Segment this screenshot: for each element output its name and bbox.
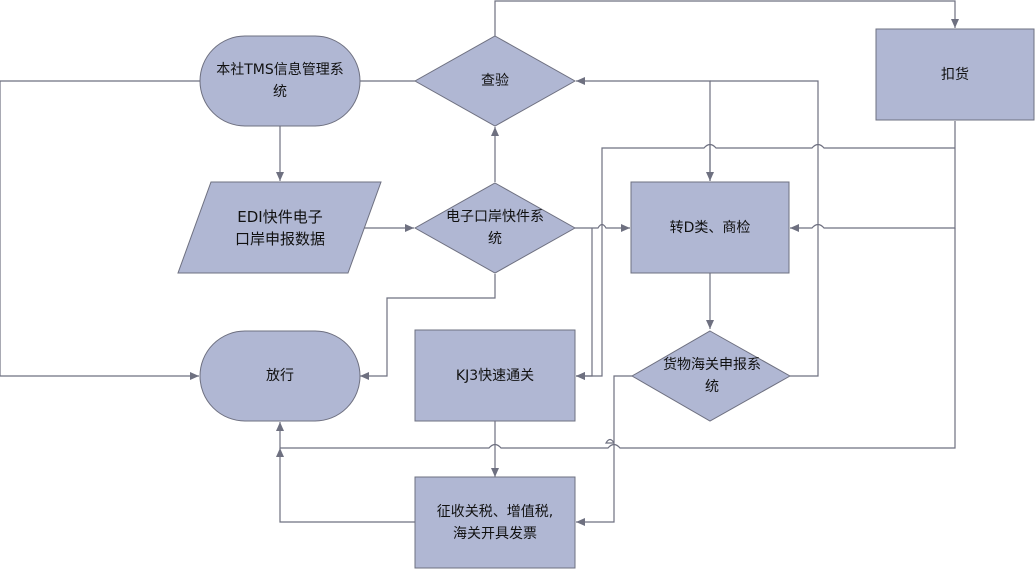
edge-detain-to-kj3 <box>576 143 955 380</box>
edge-detain-to-release <box>276 228 956 449</box>
node-shape-edi[interactable] <box>177 181 382 274</box>
edge-cargodecl-to-tax <box>576 375 632 526</box>
node-shape-inspection[interactable] <box>413 35 577 127</box>
node-shape-release[interactable] <box>199 330 361 422</box>
edge-inspection-to-detain <box>494 0 959 36</box>
node-shape-tms[interactable] <box>199 35 361 127</box>
node-shape-tax[interactable] <box>414 476 576 569</box>
node-shape-kj3[interactable] <box>414 329 576 422</box>
edge-classd-to-inspection <box>576 77 711 181</box>
edge-detain-to-classd <box>790 121 956 232</box>
edge-eport-to-kj3 <box>576 228 593 380</box>
edge-tax-to-release <box>276 448 415 523</box>
edge-cargodecl-to-inspection <box>710 80 819 377</box>
node-shape-eport[interactable] <box>413 182 577 274</box>
edge-eport-to-release <box>360 274 496 380</box>
shapes <box>177 28 1035 569</box>
node-shape-classd[interactable] <box>630 181 790 274</box>
node-shape-cargodecl[interactable] <box>630 330 792 422</box>
node-shape-detain[interactable] <box>875 28 1035 121</box>
